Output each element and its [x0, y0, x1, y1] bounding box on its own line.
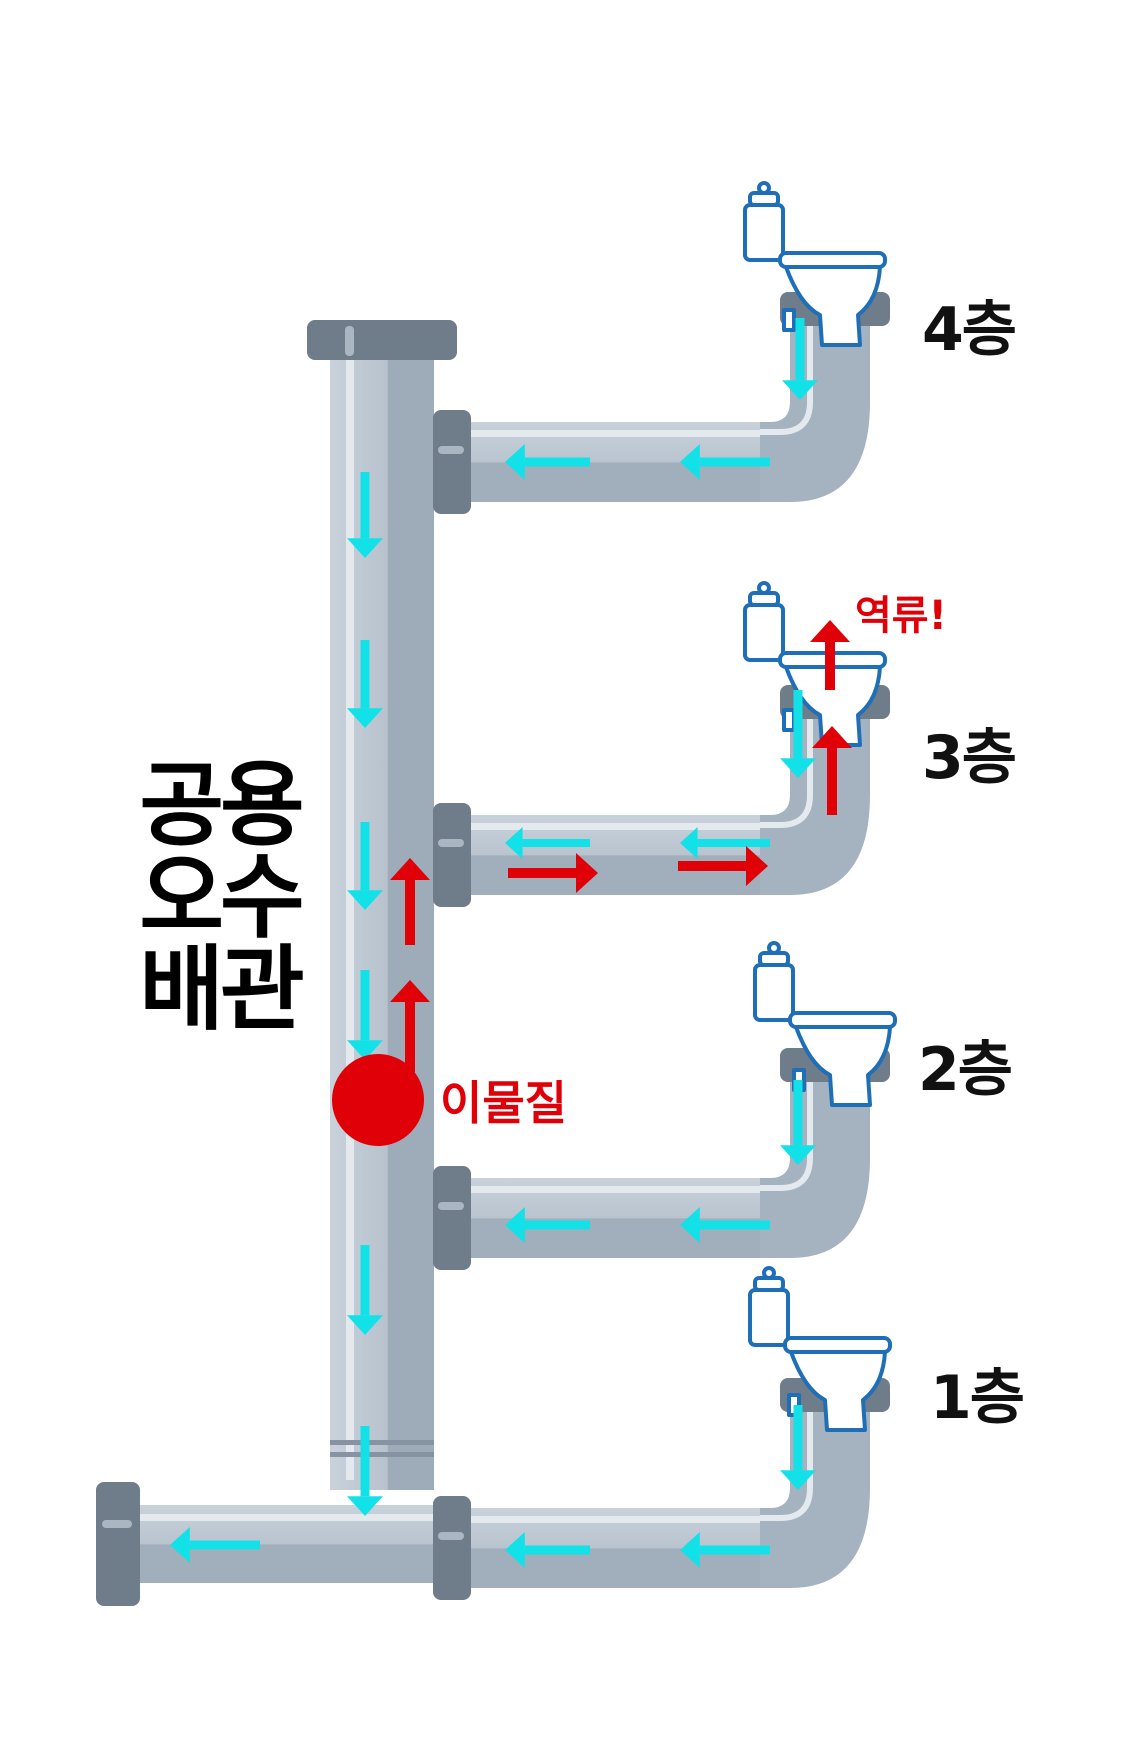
toilet-tank [753, 963, 795, 1022]
title-line-1: 공용 [139, 752, 304, 859]
outlet-flange [96, 1482, 140, 1606]
backflow-arrow-branch-a-head [576, 853, 598, 893]
branch-pipe-highlight-1 [460, 1516, 765, 1523]
toilets-layer [743, 181, 897, 1432]
toilet-seat [788, 1011, 897, 1029]
stack-flow-arrow-1-head [347, 538, 383, 558]
top-cap [307, 320, 457, 360]
branch-flow-arrow-b-1-head [680, 1532, 700, 1568]
blockage-marker [332, 1054, 424, 1146]
toilet-icon-2 [753, 941, 897, 1107]
stack-flow-arrow-6-head [347, 1496, 383, 1516]
branch-elbow-highlight-3 [760, 705, 813, 828]
toilet-tank [743, 603, 785, 662]
branch-joint-shine-4 [438, 446, 464, 454]
stack-coupling-line [330, 1440, 434, 1445]
outlet-flow-arrow-head [170, 1527, 190, 1563]
toilet-base [782, 708, 796, 732]
floor-label-3: 3층 [922, 723, 1017, 793]
branch-joint-3 [433, 803, 471, 907]
toilet-bowl [794, 1025, 892, 1107]
main-stack-pipe [330, 350, 434, 1490]
branch-flow-arrow-a-4-head [505, 444, 525, 480]
main-stack-highlight [346, 360, 354, 1480]
toilet-seat [783, 1336, 892, 1354]
toilet-icon-1 [748, 1266, 892, 1432]
toilet-flow-arrow-2-head [780, 1145, 816, 1165]
branch-elbow-highlight-4 [760, 312, 813, 435]
toilet-seat [778, 251, 887, 269]
branch-joint-shine-3 [438, 839, 464, 847]
branch-flow-arrow-b-2-head [680, 1207, 700, 1243]
branch-joint-4 [433, 410, 471, 514]
backflow-label: 역류! [855, 593, 947, 639]
backflow-arrow-branch-b-head [746, 846, 768, 886]
branch-elbow-3 [760, 705, 870, 895]
stack-flow-arrow-2-head [347, 708, 383, 728]
backflow-arrow-toilet-upper-head [810, 620, 850, 642]
top-cap-shine [345, 326, 354, 356]
toilet-flow-arrow-1-head [780, 1470, 816, 1490]
toilet-flow-arrow-4-head [782, 380, 818, 400]
backflow-arrow-stack-lower-head [390, 980, 430, 1002]
toilet-button [757, 581, 771, 595]
backflow-arrow-stack-upper-head [390, 858, 430, 880]
branch-flow-arrow-b-4-head [680, 444, 700, 480]
stack-coupling-line [330, 1452, 434, 1457]
title-line-2: 오수 [139, 844, 304, 951]
toilet-button [762, 1266, 776, 1280]
floor-label-4: 4층 [922, 295, 1017, 365]
branch-flow-arrow-a-2-head [505, 1207, 525, 1243]
branch-flow-arrow-b-3-head [680, 827, 698, 859]
branch-elbow-1 [760, 1398, 870, 1588]
pipes-layer [96, 292, 890, 1606]
stack-flow-arrow-4-head [347, 1040, 383, 1060]
branch-joint-2 [433, 1166, 471, 1270]
toilet-icon-4 [743, 181, 887, 347]
branch-elbow-2 [760, 1068, 870, 1258]
branch-flow-arrow-a-1-head [505, 1532, 525, 1568]
branch-joint-shine-2 [438, 1202, 464, 1210]
toilet-tank [743, 203, 785, 262]
toilet-icon-3 [743, 581, 887, 747]
blockage-label: 이물질 [440, 1076, 567, 1130]
toilet-flow-arrow-3-head [780, 758, 816, 778]
title-line-3: 배관 [139, 936, 304, 1043]
branch-pipe-highlight-4 [460, 430, 765, 437]
branch-pipe-highlight-3 [460, 823, 765, 830]
toilet-bowl [789, 1350, 887, 1432]
toilet-button [757, 181, 771, 195]
branch-elbow-highlight-1 [760, 1398, 813, 1521]
outlet-pipe-highlight [140, 1514, 450, 1521]
outlet-flange-shine [102, 1520, 132, 1528]
branch-elbow-4 [760, 312, 870, 502]
toilet-tank [748, 1288, 790, 1347]
branch-pipe-highlight-2 [460, 1186, 765, 1193]
arrows-layer [170, 318, 852, 1568]
page-title: 공용 오수 배관 [130, 760, 310, 1036]
branch-flow-arrow-a-3-head [505, 827, 523, 859]
branch-elbow-highlight-2 [760, 1068, 813, 1191]
floor-label-1: 1층 [930, 1363, 1025, 1433]
stack-flow-arrow-3-head [347, 890, 383, 910]
stack-flow-arrow-5-head [347, 1315, 383, 1335]
toilet-base [782, 308, 796, 332]
floor-label-2: 2층 [918, 1035, 1013, 1105]
backflow-arrow-toilet-lower-head [812, 726, 852, 748]
toilet-bowl [784, 265, 882, 347]
branch-joint-1 [433, 1496, 471, 1600]
toilet-button [767, 941, 781, 955]
branch-joint-shine-1 [438, 1532, 464, 1540]
